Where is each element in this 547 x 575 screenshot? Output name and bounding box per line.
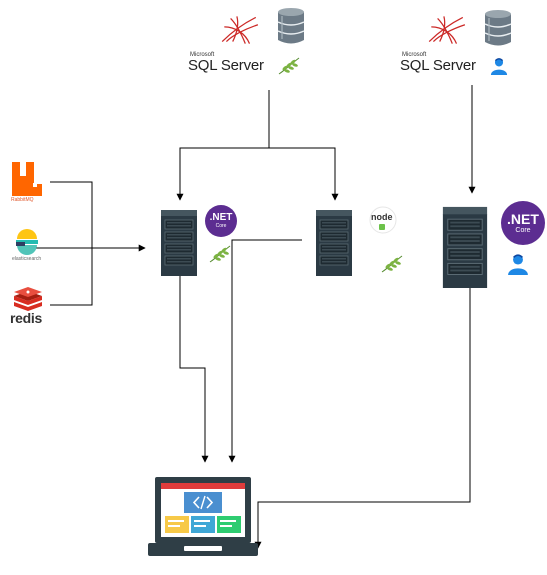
sql-server-brand-2: Microsoft SQL Server [400,52,476,74]
redis-label: redis [10,310,42,326]
dotnet-label: .NET [209,212,233,223]
server-rack-icon [442,206,488,288]
sql-server-logo-icon [428,15,466,45]
user-icon [507,253,529,276]
user-icon [490,57,508,76]
leaf-icon [209,245,231,263]
leaf-icon [278,57,300,75]
dotnet-core-badge-1: .NET Core [205,205,237,237]
core-label: Core [215,223,227,229]
redis-logo [14,287,42,311]
connector-sql1-to-node-server [269,147,339,201]
microsoft-label: Microsoft [190,52,215,58]
elasticsearch-logo [16,229,38,255]
nodejs-label: node [371,212,393,222]
connector-sql1-to-net-server [176,90,270,201]
connector-rabbitmq-to-server [50,181,93,248]
rabbitmq-icon [12,162,42,196]
elasticsearch-icon [16,229,38,255]
leaf-icon [381,255,403,273]
sql-server-brand-1: Microsoft SQL Server [188,52,264,74]
connector-right-server-to-laptop [254,288,471,549]
sql-server-logo-icon [221,15,259,45]
server-rack-icon [315,209,353,276]
nodejs-icon [369,206,397,234]
laptop-code-icon [148,477,258,556]
dotnet-core-badge-2: .NET Core [501,201,545,245]
connector-node-server-to-laptop [228,239,302,463]
connector-redis-to-server [50,248,93,306]
rabbitmq-logo [12,162,42,196]
microsoft-label: Microsoft [402,52,427,58]
dotnet-label: .NET [507,211,539,227]
connectors [36,85,476,549]
rabbitmq-label: RabbitMQ [11,197,34,203]
core-label: Core [515,227,531,234]
server-rack-icon [160,209,198,276]
database-icon [483,8,513,47]
redis-icon [14,287,42,311]
elasticsearch-label: elasticsearch [12,256,42,262]
sql-server-label: SQL Server [188,57,264,74]
database-icon [276,6,306,45]
sql-server-label: SQL Server [400,57,476,74]
connector-net-server-to-laptop [179,275,209,463]
